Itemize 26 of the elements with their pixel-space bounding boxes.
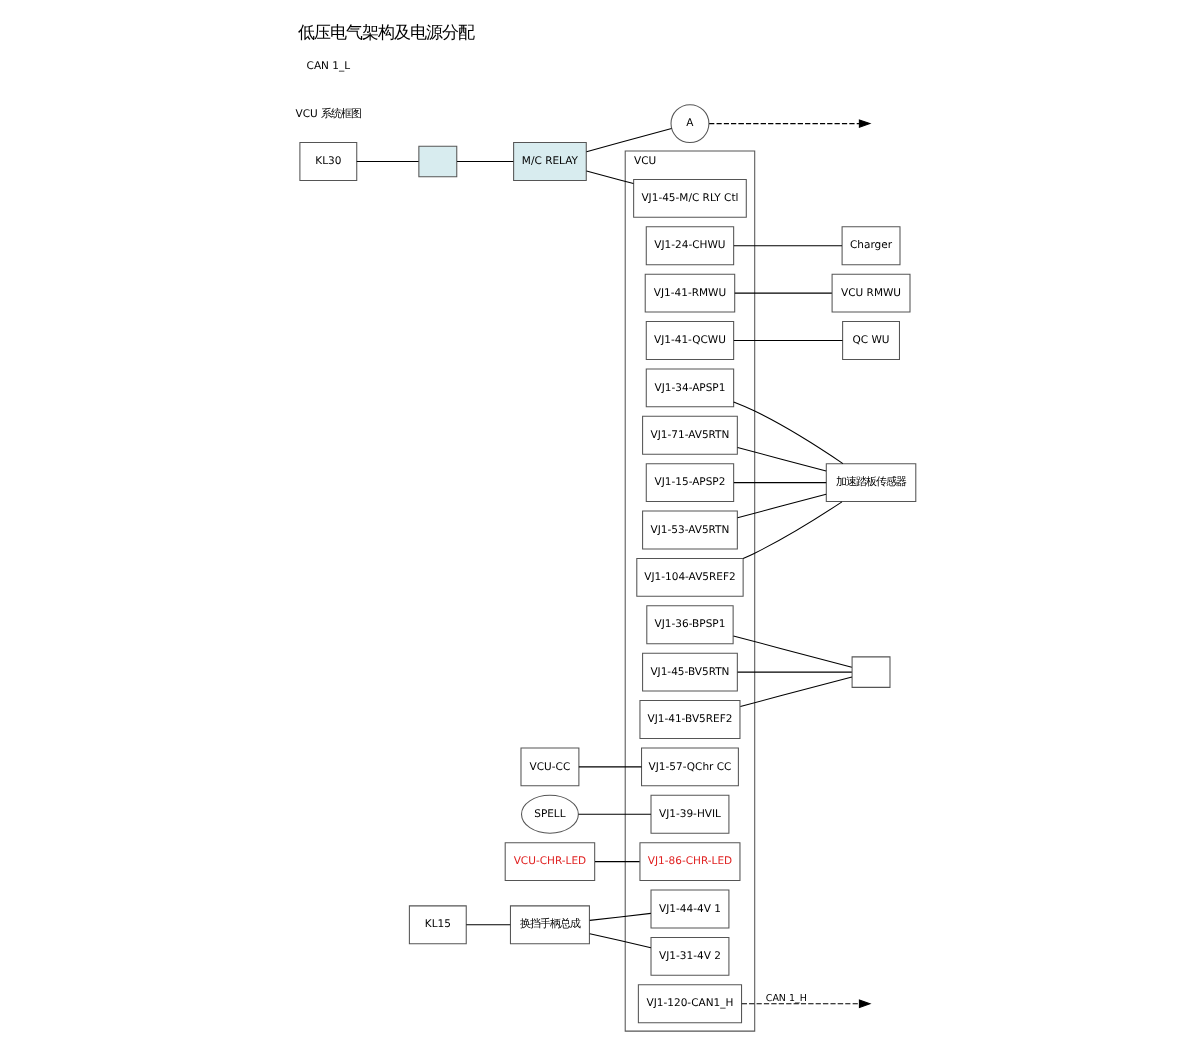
connector (577, 813, 651, 815)
node-box (850, 656, 890, 688)
connector (593, 861, 640, 863)
node-box (417, 145, 457, 178)
connector (355, 161, 419, 163)
connector (732, 482, 826, 484)
connector (741, 501, 842, 559)
arrow (740, 999, 871, 1009)
connector (732, 401, 843, 465)
connector (588, 933, 651, 949)
connector (732, 339, 843, 342)
connector (455, 161, 513, 163)
connector (588, 912, 651, 921)
connector (577, 766, 641, 768)
connector (464, 924, 510, 926)
diagram-title: 低压电气架构及电源分配 (297, 22, 474, 43)
connector (732, 245, 842, 247)
connector (585, 127, 672, 153)
connector (731, 635, 852, 668)
arrow (707, 119, 871, 129)
connector (736, 493, 826, 519)
connector (736, 671, 852, 673)
connector (585, 170, 633, 185)
connector (736, 447, 826, 472)
connector (738, 676, 852, 707)
connector (733, 292, 832, 294)
